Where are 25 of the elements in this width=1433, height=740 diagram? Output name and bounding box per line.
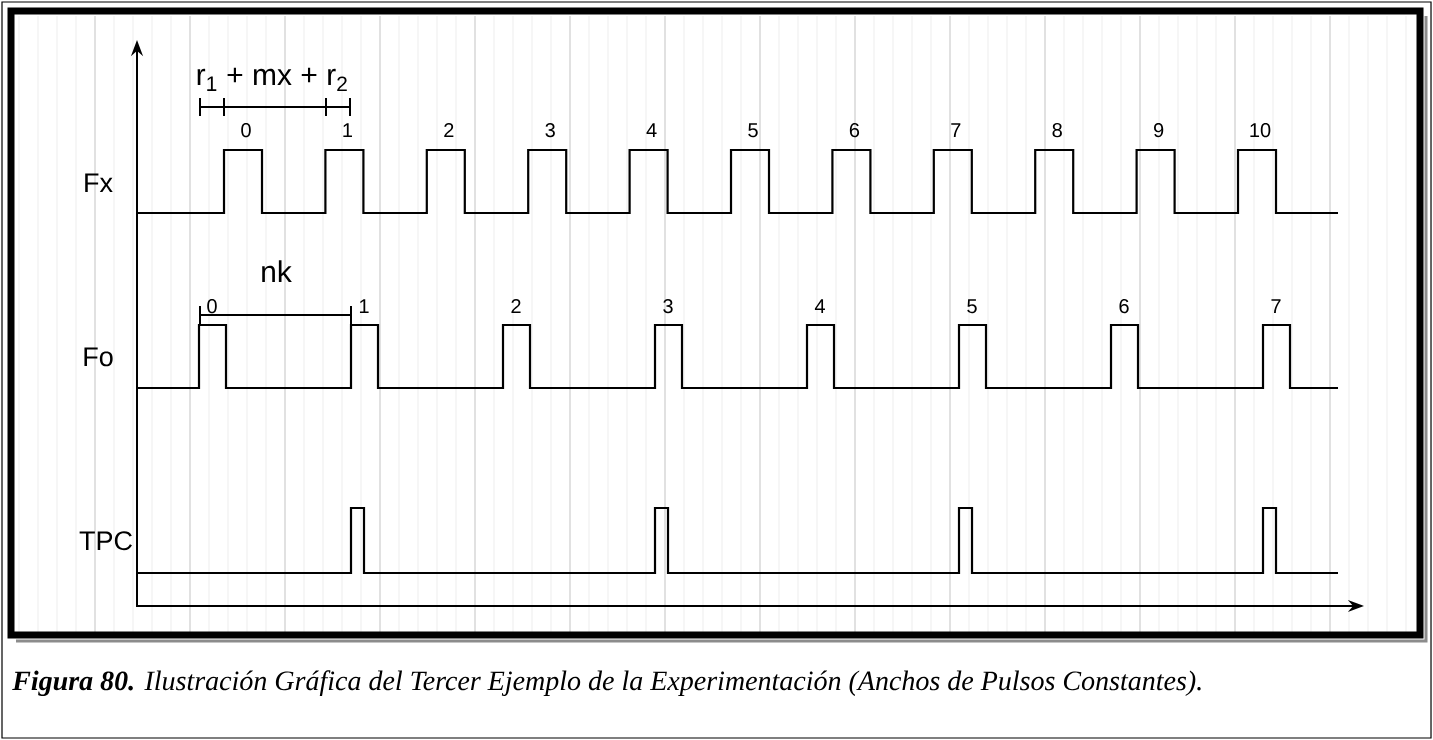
pulse-number: 1 xyxy=(359,299,369,313)
pulse-number: 10 xyxy=(1250,123,1271,138)
pulse-number: 6 xyxy=(849,123,860,138)
pulse-number: 4 xyxy=(814,299,825,313)
pulse-number: 8 xyxy=(1052,123,1062,138)
pulse-number: 3 xyxy=(545,123,555,138)
pulse-number: 0 xyxy=(241,123,251,138)
pulse-number: 5 xyxy=(748,123,758,138)
pulse-number: 6 xyxy=(1119,299,1129,314)
pulse-number: 4 xyxy=(646,123,657,137)
pulse-number: 9 xyxy=(1154,123,1164,138)
pulse-number: 2 xyxy=(444,123,454,137)
pulse-number: 3 xyxy=(663,299,673,314)
pulse-number: 2 xyxy=(511,299,521,313)
pulse-number: 0 xyxy=(207,299,217,314)
pulse-number: 1 xyxy=(343,123,352,137)
dimension-label: r$_{1}$ + mx + r$_{2}$ xyxy=(197,67,347,92)
signal-label: TPC xyxy=(79,531,132,551)
pulse-number: 7 xyxy=(951,123,961,137)
signal-label: Fx xyxy=(85,173,113,192)
pulse-number: 7 xyxy=(1271,299,1281,313)
pulse-number: 5 xyxy=(967,299,977,314)
figure-caption: Figura 80. Ilustración Gráfica del Tercer Ejemplo de la Experimentación (Anchos de Pulsos Constantes). xyxy=(12,670,1201,696)
signal-label: Fo xyxy=(84,347,113,367)
dimension-label: nk xyxy=(262,260,292,282)
